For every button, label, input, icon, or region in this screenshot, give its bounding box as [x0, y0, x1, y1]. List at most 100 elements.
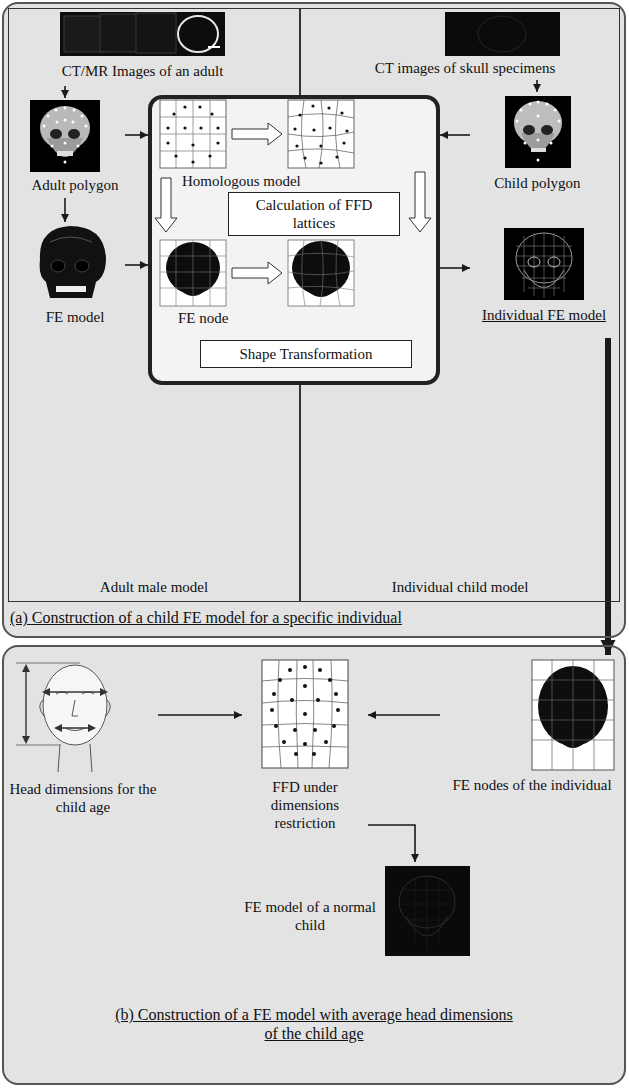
illustration-part [22, 664, 30, 744]
image-item: Child polygon [470, 92, 605, 196]
illustration-part [43, 665, 107, 745]
arrow-head [234, 711, 242, 719]
illustration-part [293, 104, 348, 164]
illustration-part [262, 660, 348, 768]
illustration-part [288, 114, 354, 153]
illustration-part [166, 105, 219, 163]
child-polygon-picture [505, 96, 571, 168]
connector-line [368, 825, 415, 862]
illustration-part [303, 684, 307, 688]
illustration-part [311, 104, 314, 107]
image-item: Individual FE model [470, 226, 618, 338]
illustration-part [290, 698, 294, 702]
illustration-part [64, 161, 67, 164]
illustration-part [385, 866, 470, 956]
illustration-part [58, 744, 92, 772]
illustration-part [334, 692, 338, 696]
illustration-part [262, 679, 348, 748]
illustration-part [85, 125, 88, 128]
illustration-part [531, 148, 546, 152]
arrow-head [368, 711, 376, 719]
process-box: Calculation of FFD lattices [228, 192, 400, 236]
illustration-part [278, 660, 332, 768]
connector-arrow [125, 131, 148, 139]
fe-nodes-before [160, 240, 226, 306]
illustration-part [208, 154, 211, 157]
illustration-part [402, 876, 452, 950]
illustration-part [327, 106, 330, 109]
arrow-head [140, 131, 148, 139]
illustration-part [183, 126, 186, 129]
illustration-part [60, 12, 225, 56]
process-box: Shape Transformation [200, 340, 412, 368]
illustration-part [40, 226, 106, 298]
illustration-part [100, 14, 140, 52]
connector-arrow [601, 338, 616, 655]
illustration-part [303, 665, 307, 669]
arrow-head [61, 90, 69, 98]
white-arrow [155, 178, 177, 232]
illustration-part [43, 125, 46, 128]
illustration-part [40, 106, 90, 150]
illustration-part [274, 724, 278, 728]
connector-arrow [440, 264, 470, 272]
illustration-part [532, 660, 614, 770]
illustration-part [332, 724, 336, 728]
illustration-part [554, 109, 557, 112]
arrow-head [440, 131, 448, 139]
illustration-part [270, 708, 274, 712]
ffd-lattice-figure [262, 660, 348, 768]
illustration-part [529, 103, 532, 106]
illustration-part [47, 115, 50, 118]
connector-arrow [533, 80, 541, 92]
connector-arrow [368, 711, 440, 719]
illustration-part [523, 125, 535, 135]
illustration-part [550, 142, 553, 145]
illustration-part [524, 232, 564, 298]
panel: (b) Construction of a FE model with aver… [2, 645, 626, 1085]
illustration-part [293, 127, 296, 130]
illustration-part [160, 100, 226, 168]
illustration-part [288, 240, 354, 306]
node-text: Shape Transformation [240, 345, 373, 363]
illustration-part [445, 12, 560, 56]
connector-arrow [125, 261, 148, 269]
image-item: CT/MR Images of an adult [25, 8, 260, 86]
illustration-part [294, 752, 298, 756]
illustration-part [313, 728, 317, 732]
connector-arrow [368, 825, 419, 862]
illustration-part [42, 688, 108, 696]
panel: (a) Construction of a child FE model for… [2, 2, 626, 638]
illustration-part [324, 740, 328, 744]
connector-line [605, 338, 611, 655]
illustration-part [216, 126, 219, 129]
illustration-part [50, 237, 92, 242]
illustration-part [558, 120, 561, 123]
node-text: CT images of skull specimens [318, 59, 612, 77]
illustration-part [270, 665, 340, 756]
illustration-part [210, 112, 213, 115]
lattice-after [288, 100, 354, 168]
illustration-part [293, 728, 297, 732]
illustration-part [136, 13, 176, 53]
node-text: (a) Construction of a child FE model for… [10, 608, 570, 627]
fe-nodes-after [288, 240, 354, 306]
connector-line [368, 714, 440, 716]
illustration-part [298, 113, 301, 116]
illustration-part [199, 126, 202, 129]
illustration-part [40, 700, 111, 716]
illustration-part [312, 128, 315, 131]
illustration-part [336, 708, 340, 712]
illustration-part [278, 678, 282, 682]
illustration-part [316, 698, 320, 702]
connector-arrow [158, 711, 242, 719]
image-item: Adult polygon [25, 98, 125, 198]
normal-child-fe-figure [385, 866, 470, 956]
image-item: FFD under dimensions restriction [242, 655, 368, 843]
illustration-part [64, 119, 67, 122]
illustration-part [160, 240, 226, 306]
illustration-part [81, 115, 84, 118]
illustration-part [51, 145, 54, 148]
arrow-head [140, 261, 148, 269]
adult-polygon-picture [30, 100, 100, 172]
